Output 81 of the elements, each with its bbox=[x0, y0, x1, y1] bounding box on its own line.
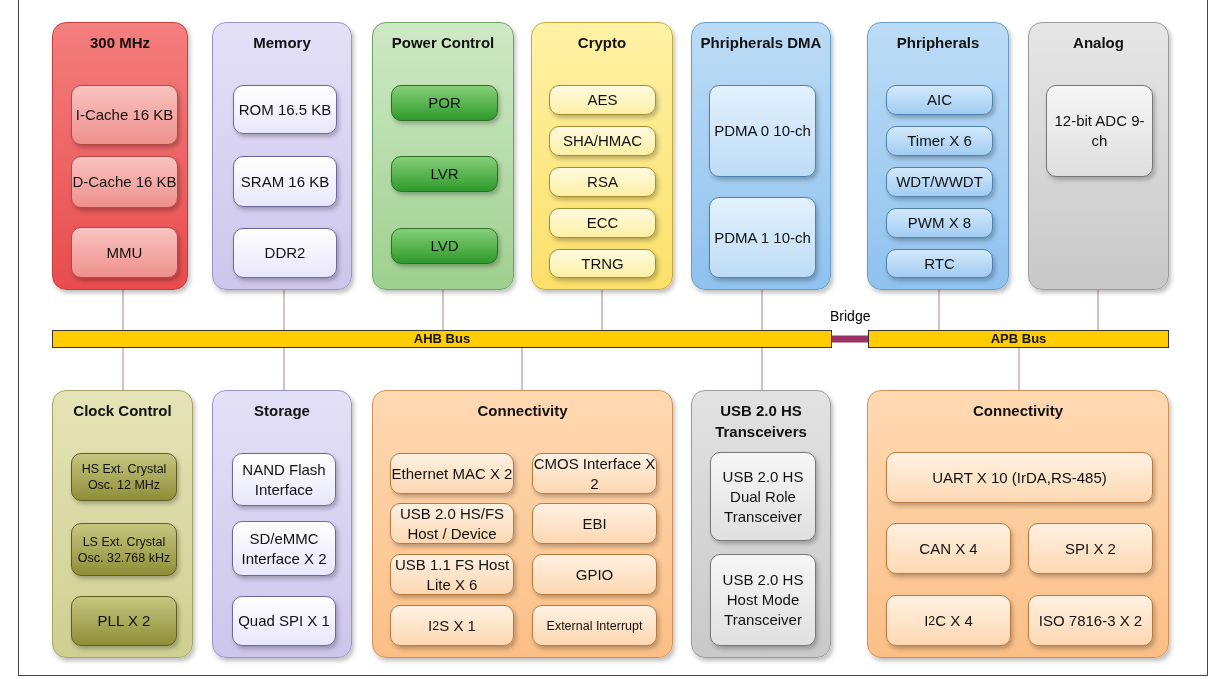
module-box: LVR bbox=[391, 156, 498, 192]
module-box: ROM 16.5 KB bbox=[233, 85, 337, 134]
group-heading: Crypto bbox=[576, 33, 628, 53]
module-box: USB 2.0 HS Dual Role Transceiver bbox=[710, 452, 816, 541]
block-group bbox=[372, 390, 673, 658]
bridge-connector bbox=[832, 335, 868, 343]
block-group bbox=[212, 22, 352, 290]
module-box: Timer X 6 bbox=[886, 126, 993, 156]
group-heading: Connectivity bbox=[476, 401, 569, 421]
module-box: SPI X 2 bbox=[1028, 523, 1153, 574]
module-box: CAN X 4 bbox=[886, 523, 1011, 574]
connector-line bbox=[283, 347, 285, 391]
module-box: USB 1.1 FS Host Lite X 6 bbox=[390, 554, 514, 595]
group-heading: Memory bbox=[252, 33, 312, 53]
module-box: MMU bbox=[71, 227, 178, 278]
module-box: PWM X 8 bbox=[886, 208, 993, 238]
block-group bbox=[52, 390, 193, 658]
block-group bbox=[212, 390, 352, 658]
module-box: PDMA 1 10-ch bbox=[709, 197, 816, 278]
connector-line bbox=[122, 347, 124, 391]
connector-line bbox=[938, 289, 940, 331]
block-group bbox=[867, 390, 1169, 658]
connector-line bbox=[761, 347, 763, 391]
module-box: WDT/WWDT bbox=[886, 167, 993, 197]
edge-label: Bridge bbox=[829, 308, 872, 324]
connector-line bbox=[761, 289, 763, 331]
module-box: SRAM 16 KB bbox=[233, 156, 337, 207]
module-box: DDR2 bbox=[233, 228, 337, 278]
module-box: Quad SPI X 1 bbox=[232, 596, 336, 646]
module-box: POR bbox=[391, 85, 498, 121]
module-box: RTC bbox=[886, 249, 993, 278]
module-box: HS Ext. Crystal Osc. 12 MHz bbox=[71, 453, 177, 501]
module-box: AES bbox=[549, 85, 656, 115]
block-group bbox=[867, 22, 1009, 290]
block-group bbox=[372, 22, 514, 290]
module-box: EBI bbox=[532, 503, 657, 544]
group-heading: Storage bbox=[253, 401, 311, 421]
connector-line bbox=[1097, 289, 1099, 331]
connector-line bbox=[283, 289, 285, 331]
module-box: TRNG bbox=[549, 249, 656, 278]
group-heading: Phripherals bbox=[895, 33, 981, 53]
module-box: PLL X 2 bbox=[71, 596, 177, 646]
group-heading: Phripherals DMA bbox=[699, 33, 823, 53]
module-box: 12-bit ADC 9-ch bbox=[1046, 85, 1153, 177]
connector-line bbox=[1018, 347, 1020, 391]
block-group bbox=[52, 22, 188, 290]
connector-line bbox=[521, 347, 523, 391]
connector-line bbox=[601, 289, 603, 331]
block-group bbox=[691, 390, 831, 658]
module-box: LVD bbox=[391, 228, 498, 264]
module-box: GPIO bbox=[532, 554, 657, 595]
group-heading: Connectivity bbox=[972, 401, 1064, 421]
connector-line bbox=[122, 289, 124, 331]
bus-bar: AHB Bus bbox=[52, 330, 832, 348]
block-group bbox=[691, 22, 831, 290]
module-box: Ethernet MAC X 2 bbox=[390, 453, 514, 494]
module-box: RSA bbox=[549, 167, 656, 197]
module-box: ISO 7816-3 X 2 bbox=[1028, 595, 1153, 646]
module-box: LS Ext. Crystal Osc. 32.768 kHz bbox=[71, 523, 177, 576]
bus-bar: APB Bus bbox=[868, 330, 1169, 348]
module-box: D-Cache 16 KB bbox=[71, 156, 178, 208]
module-box: UART X 10 (IrDA,RS-485) bbox=[886, 452, 1153, 503]
module-box: USB 2.0 HS Host Mode Transceiver bbox=[710, 554, 816, 646]
module-box: PDMA 0 10-ch bbox=[709, 85, 816, 177]
module-box: External Interrupt bbox=[532, 605, 657, 646]
group-heading: Clock Control bbox=[72, 401, 173, 421]
group-heading: Power Control bbox=[390, 33, 496, 53]
module-box: I-Cache 16 KB bbox=[71, 85, 178, 145]
module-box: CMOS Interface X 2 bbox=[532, 453, 657, 494]
block-group bbox=[531, 22, 673, 290]
connector-line bbox=[442, 289, 444, 331]
group-heading: 300 MHz bbox=[89, 33, 151, 53]
module-box: SHA/HMAC bbox=[549, 126, 656, 156]
module-box: AIC bbox=[886, 85, 993, 115]
module-box: ECC bbox=[549, 208, 656, 238]
block-group bbox=[1028, 22, 1169, 290]
group-heading: Analog bbox=[1072, 33, 1125, 53]
module-box: USB 2.0 HS/FS Host / Device bbox=[390, 503, 514, 544]
module-box: SD/eMMC Interface X 2 bbox=[232, 521, 336, 576]
group-heading: USB 2.0 HS Transceivers bbox=[714, 401, 808, 442]
module-box: NAND Flash Interface bbox=[232, 453, 336, 506]
